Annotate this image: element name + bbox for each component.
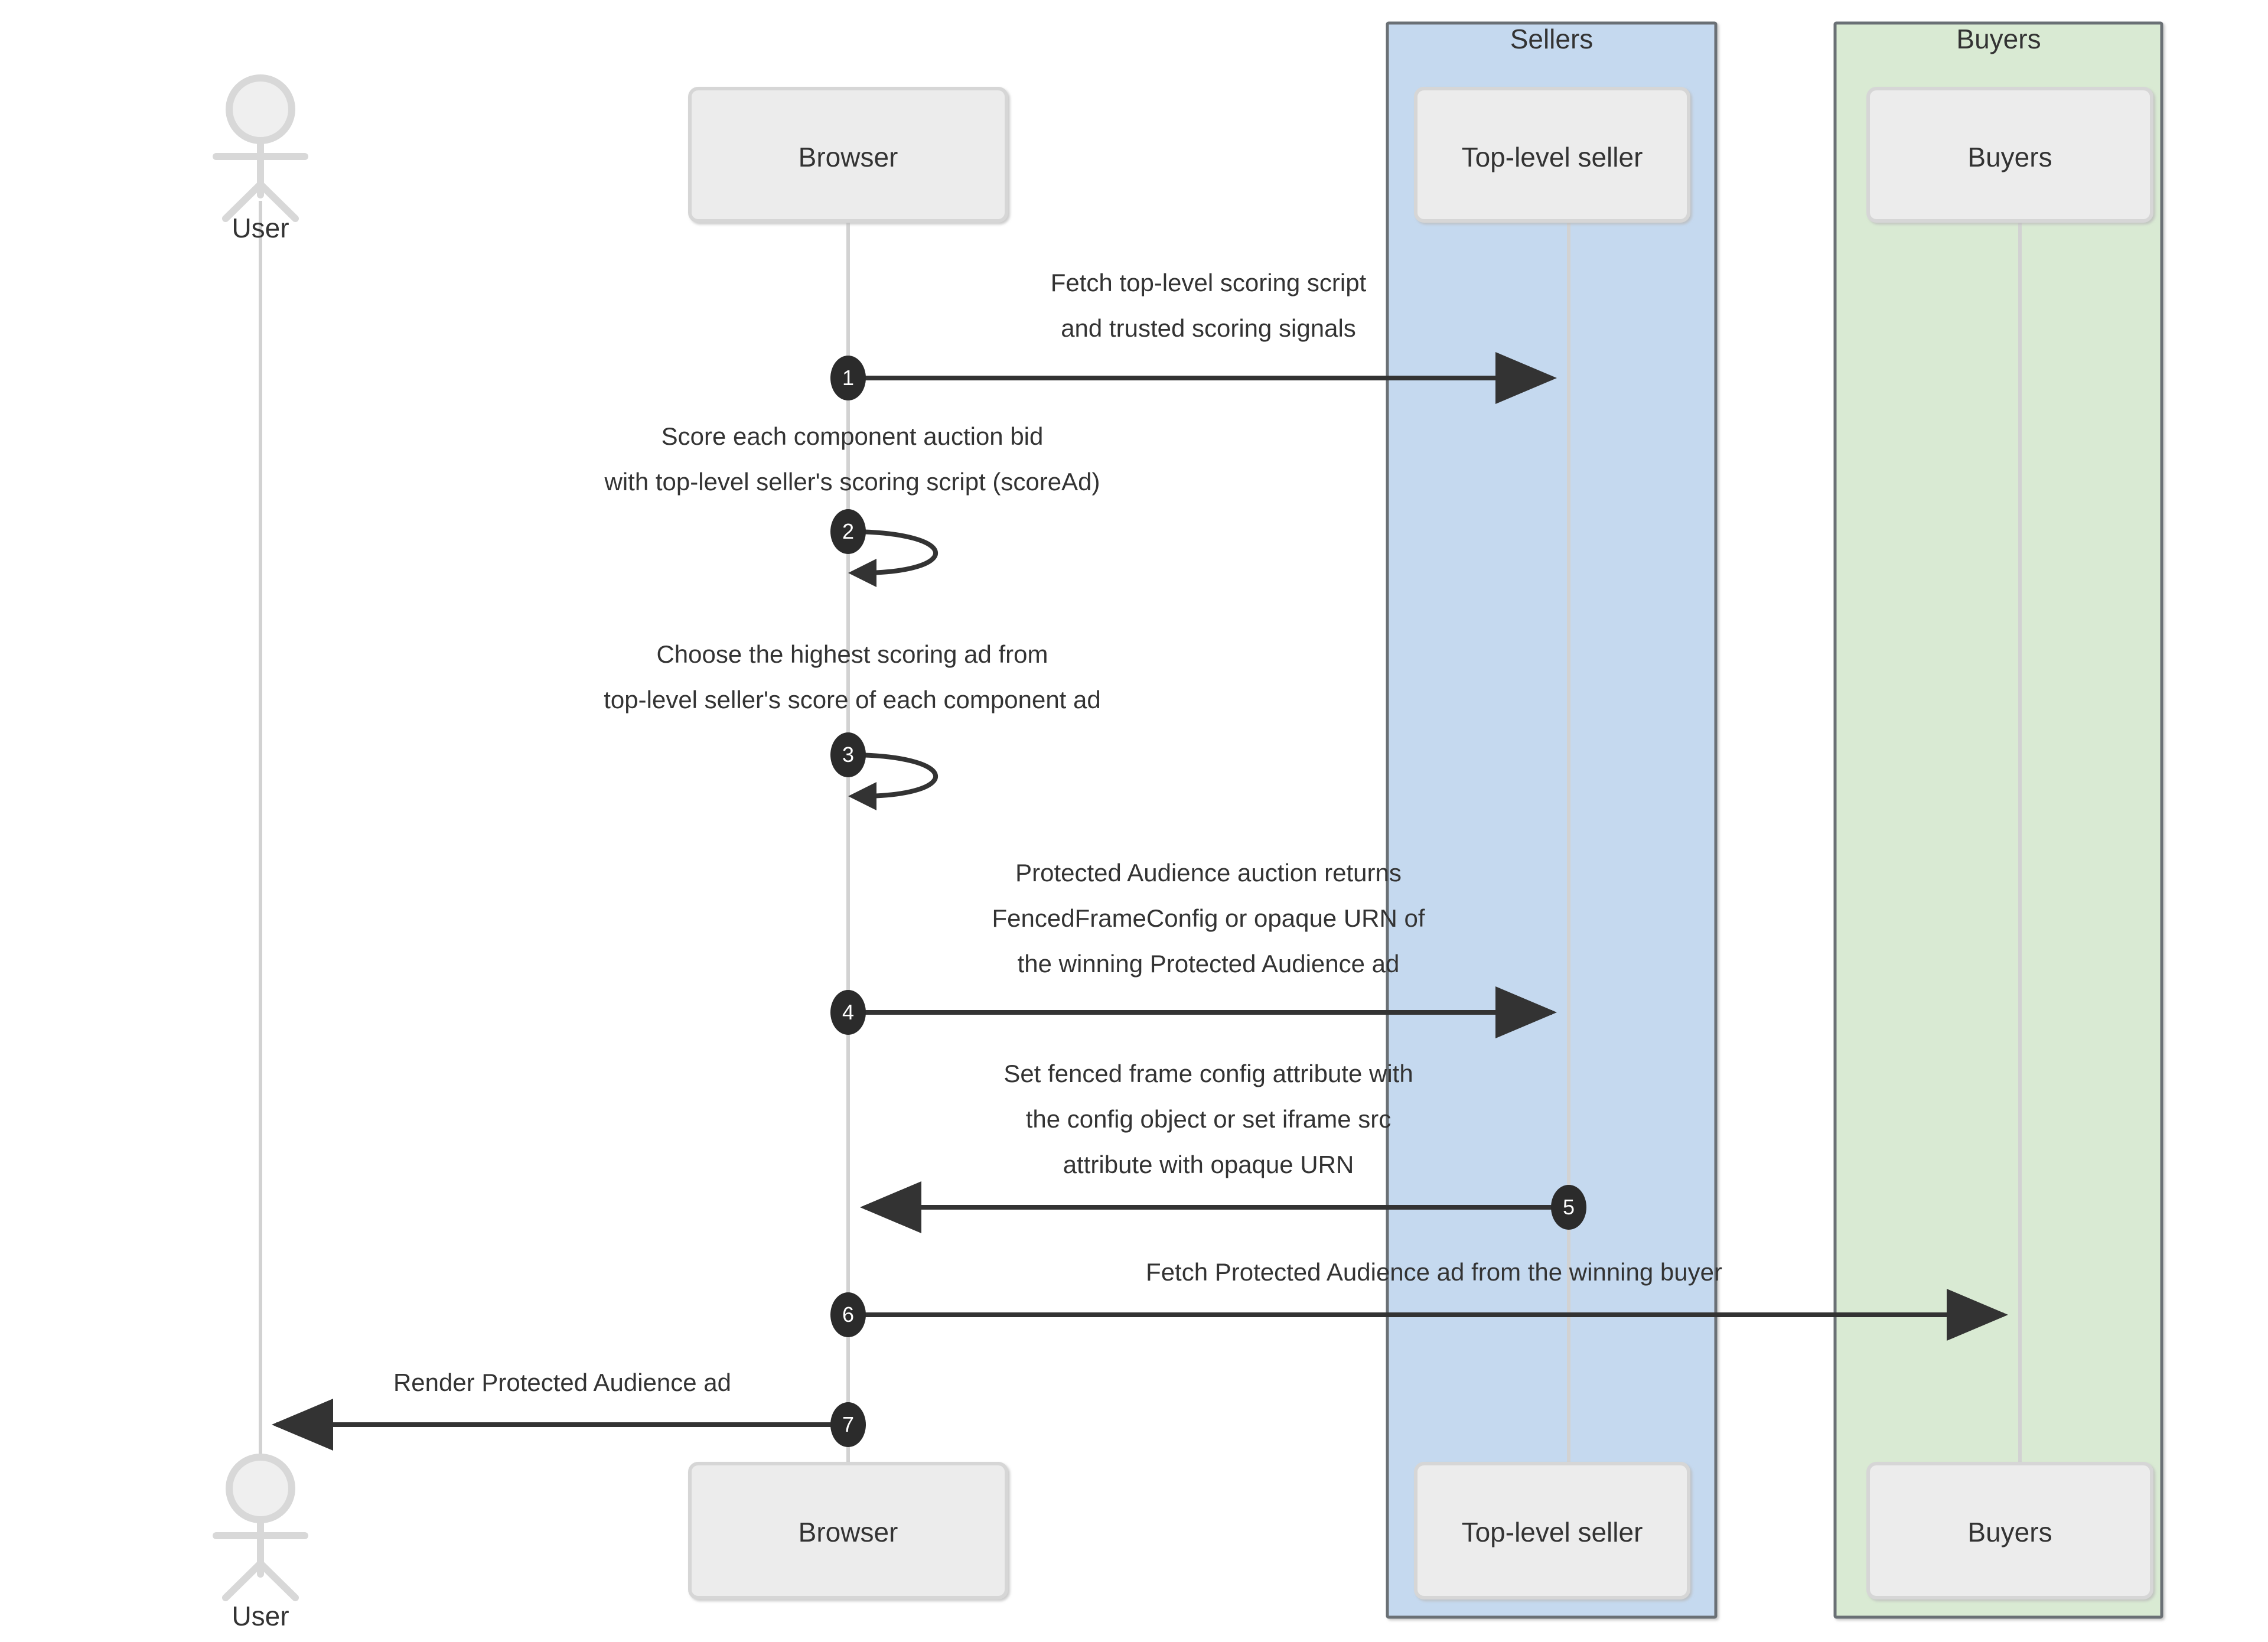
message-label-2-line1: Score each component auction bid xyxy=(661,422,1044,450)
message-label-5-line1: Set fenced frame config attribute with xyxy=(1003,1060,1413,1087)
sequence-number-2: 2 xyxy=(842,519,855,543)
actor-label-user-top: User xyxy=(232,213,289,243)
participant-label-browser-top: Browser xyxy=(798,142,898,172)
message-label-5-line2: the config object or set iframe src xyxy=(1025,1105,1392,1133)
participant-box-seller-top[interactable] xyxy=(1414,87,1690,223)
sequence-badge-6 xyxy=(830,1292,866,1337)
sequence-badge-7 xyxy=(830,1402,866,1447)
participant-label-browser-bottom: Browser xyxy=(798,1517,898,1547)
participant-box-browser-bottom[interactable] xyxy=(688,1462,1008,1599)
group-title-buyers: Buyers xyxy=(1956,24,2041,54)
message-label-5-line3: attribute with opaque URN xyxy=(1063,1151,1354,1178)
sequence-number-1: 1 xyxy=(842,366,855,390)
message-label-1-line2: and trusted scoring signals xyxy=(1061,314,1356,342)
sequence-number-4: 4 xyxy=(842,1000,855,1024)
participant-box-buyers-bottom[interactable] xyxy=(1866,1462,2153,1599)
message-label-4-line3: the winning Protected Audience ad xyxy=(1017,950,1400,978)
group-box-buyers xyxy=(1833,21,2163,1619)
message-label-3-line2: top-level seller's score of each compone… xyxy=(604,686,1101,714)
participant-label-buyers-bottom: Buyers xyxy=(1967,1517,2052,1547)
sequence-number-7: 7 xyxy=(842,1412,855,1436)
participant-box-buyers-top[interactable] xyxy=(1866,87,2153,223)
message-label-6-line1: Fetch Protected Audience ad from the win… xyxy=(1146,1258,1722,1286)
sequence-number-5: 5 xyxy=(1562,1195,1575,1219)
message-label-3-line1: Choose the highest scoring ad from xyxy=(656,640,1048,668)
actor-user-top[interactable] xyxy=(213,74,308,222)
message-label-7-line1: Render Protected Audience ad xyxy=(393,1369,732,1396)
participant-label-seller-bottom: Top-level seller xyxy=(1461,1517,1643,1547)
sequence-badge-2 xyxy=(830,509,866,554)
sequence-badge-5 xyxy=(1551,1185,1586,1230)
participant-box-seller-bottom[interactable] xyxy=(1414,1462,1690,1599)
message-label-4-line2: FencedFrameConfig or opaque URN of xyxy=(992,904,1425,932)
sequence-number-3: 3 xyxy=(842,742,855,767)
message-selfloop-3 xyxy=(848,752,939,810)
sequence-badge-1 xyxy=(830,356,866,400)
sequence-badge-4 xyxy=(830,990,866,1035)
participant-label-seller-top: Top-level seller xyxy=(1461,142,1643,172)
participant-label-buyers-top: Buyers xyxy=(1967,142,2052,172)
actor-label-user-bottom: User xyxy=(232,1601,289,1631)
actor-user-bottom[interactable] xyxy=(213,1454,308,1601)
group-box-sellers xyxy=(1386,21,1718,1619)
message-label-4-line1: Protected Audience auction returns xyxy=(1015,859,1402,887)
message-selfloop-2 xyxy=(848,529,939,587)
sequence-number-6: 6 xyxy=(842,1302,855,1327)
message-label-1-line1: Fetch top-level scoring script xyxy=(1050,269,1367,297)
group-title-sellers: Sellers xyxy=(1510,24,1594,54)
participant-box-browser-top[interactable] xyxy=(688,87,1008,223)
sequence-badge-3 xyxy=(830,732,866,777)
message-label-2-line2: with top-level seller's scoring script (… xyxy=(604,468,1100,496)
